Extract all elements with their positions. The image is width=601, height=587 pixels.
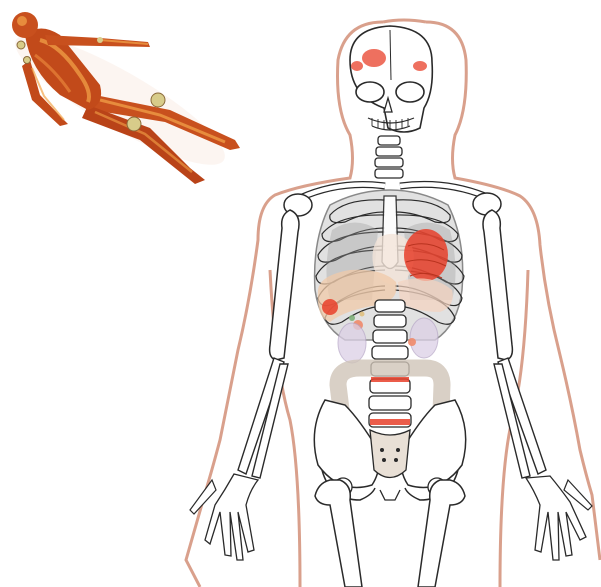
lesion-marker-icon <box>362 49 386 67</box>
left-arm <box>190 210 299 560</box>
lesion-marker-icon <box>413 61 427 71</box>
anatomical-figurine-icon <box>2 12 240 184</box>
kidney-left <box>338 323 366 363</box>
femurs <box>315 480 465 587</box>
cervical-spine <box>375 136 403 178</box>
lesion-marker-icon <box>408 338 416 346</box>
lesion-marker-icon <box>371 377 409 382</box>
lesion-marker-icon <box>404 229 448 281</box>
lesion-marker-icon <box>370 419 410 425</box>
right-arm <box>483 210 592 560</box>
lesion-marker-icon <box>351 61 363 71</box>
kidney-right <box>410 318 438 358</box>
lesion-marker-icon <box>322 299 338 315</box>
skull <box>350 26 432 132</box>
skeleton-figure-icon <box>186 20 600 587</box>
